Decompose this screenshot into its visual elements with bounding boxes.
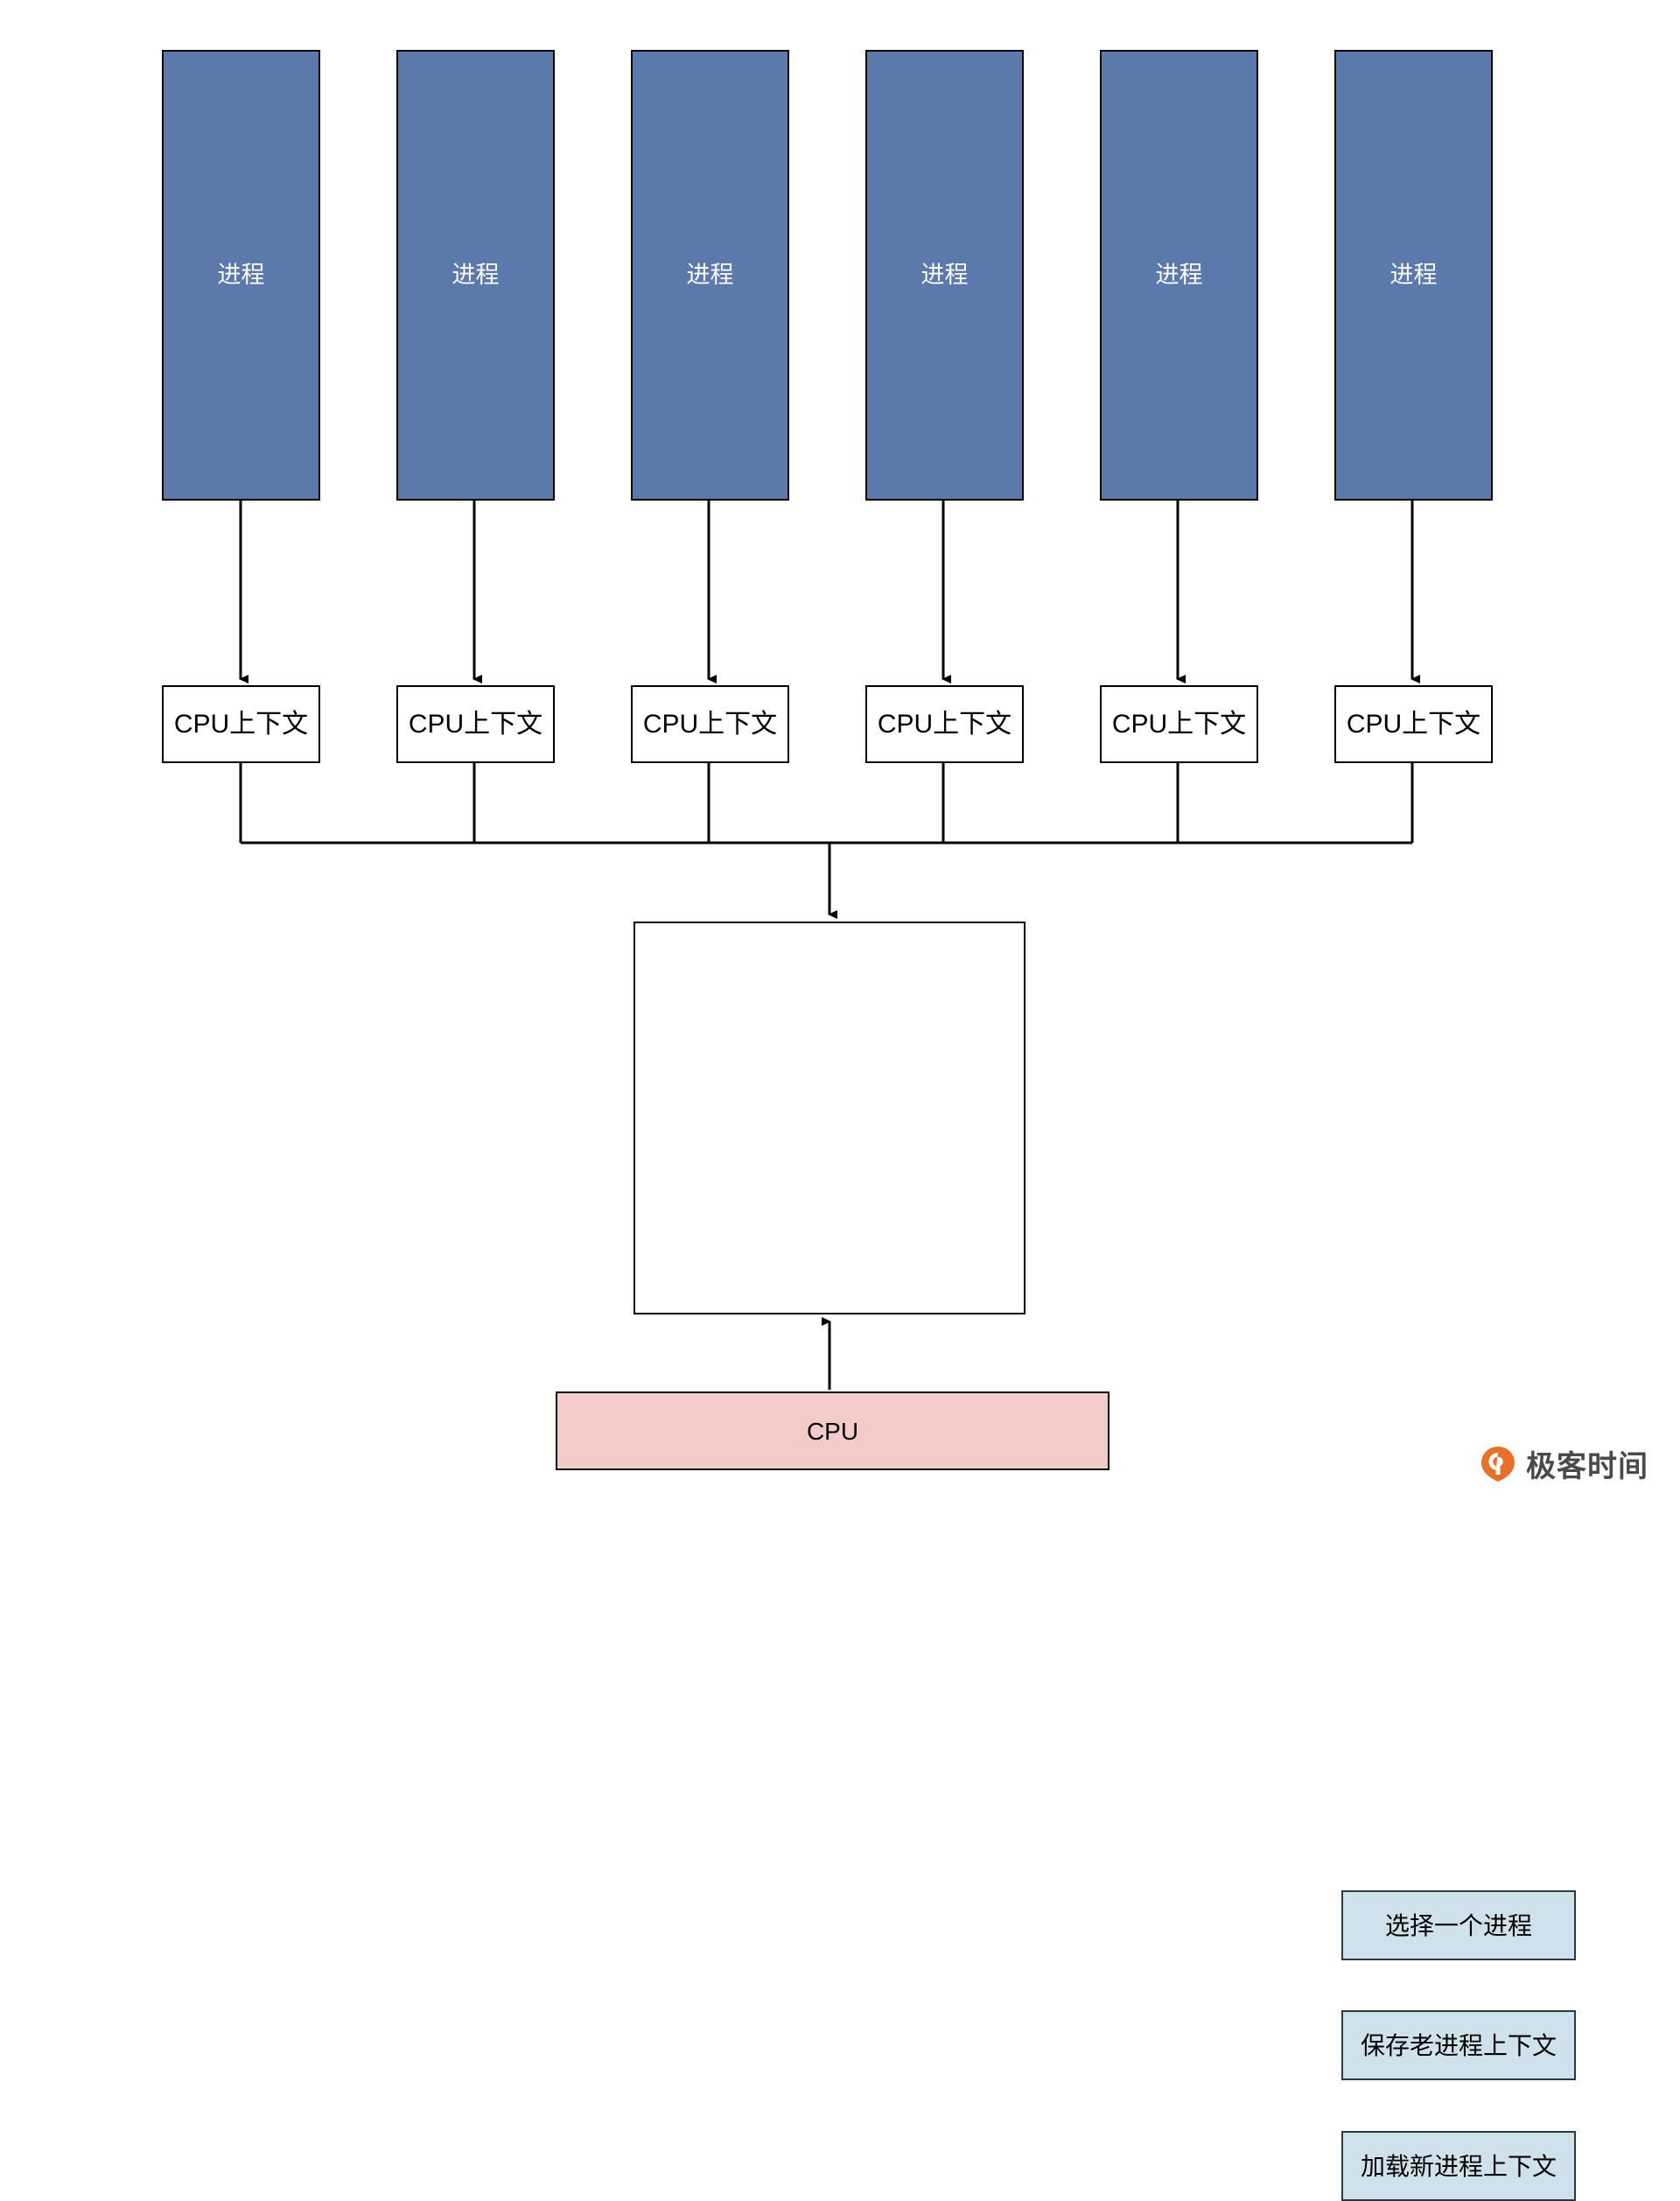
process-box-label: 进程 [920, 261, 969, 288]
cpu-label: CPU [806, 1417, 859, 1445]
cpu-context-box-2[interactable]: CPU上下文 [396, 685, 555, 763]
step-label: 保存老进程上下文 [1360, 2031, 1557, 2059]
process-box-4[interactable]: 进程 [865, 50, 1024, 501]
cpu-context-label: CPU上下文 [1111, 709, 1247, 739]
cpu-context-label: CPU上下文 [877, 709, 1012, 739]
process-box-5[interactable]: 进程 [1100, 50, 1258, 501]
watermark-text: 极客时间 [1526, 1449, 1648, 1484]
cpu-context-label: CPU上下文 [408, 709, 543, 739]
process-box-label: 进程 [686, 261, 734, 288]
step-box-select-process[interactable]: 选择一个进程 [1341, 1890, 1576, 1960]
process-box-2[interactable]: 进程 [396, 50, 555, 501]
process-box-label: 进程 [217, 261, 265, 288]
cpu-context-box-3[interactable]: CPU上下文 [631, 685, 789, 763]
cpu-context-box-1[interactable]: CPU上下文 [162, 685, 320, 763]
dispatcher-container: 选择一个进程 保存老进程上下文 加载新进程上下文 [634, 922, 1576, 2201]
cpu-context-box-4[interactable]: CPU上下文 [865, 685, 1024, 763]
step-label: 选择一个进程 [1384, 1911, 1532, 1939]
process-box-label: 进程 [452, 261, 500, 288]
cpu-context-box-5[interactable]: CPU上下文 [1100, 685, 1258, 763]
cpu-context-label: CPU上下文 [642, 709, 778, 739]
process-box-1[interactable]: 进程 [162, 50, 320, 501]
process-box-3[interactable]: 进程 [631, 50, 789, 501]
step-box-load-new-context[interactable]: 加载新进程上下文 [1341, 2131, 1576, 2201]
cpu-box[interactable]: CPU [556, 1391, 1110, 1470]
process-box-label: 进程 [1390, 261, 1438, 288]
geektime-logo-icon [1479, 1445, 1517, 1483]
cpu-context-box-6[interactable]: CPU上下文 [1334, 685, 1493, 763]
process-box-6[interactable]: 进程 [1334, 50, 1493, 501]
step-label: 加载新进程上下文 [1360, 2152, 1557, 2180]
cpu-context-label: CPU上下文 [1346, 709, 1481, 739]
cpu-context-label: CPU上下文 [173, 709, 309, 739]
step-box-save-old-context[interactable]: 保存老进程上下文 [1341, 2010, 1576, 2080]
watermark: 极客时间 [1479, 1442, 1648, 1485]
process-box-label: 进程 [1155, 261, 1203, 288]
diagram-canvas: 进程 进程 进程 进程 进程 进程 CPU上下文 CPU上下文 CPU上下文 C… [162, 50, 1648, 2201]
